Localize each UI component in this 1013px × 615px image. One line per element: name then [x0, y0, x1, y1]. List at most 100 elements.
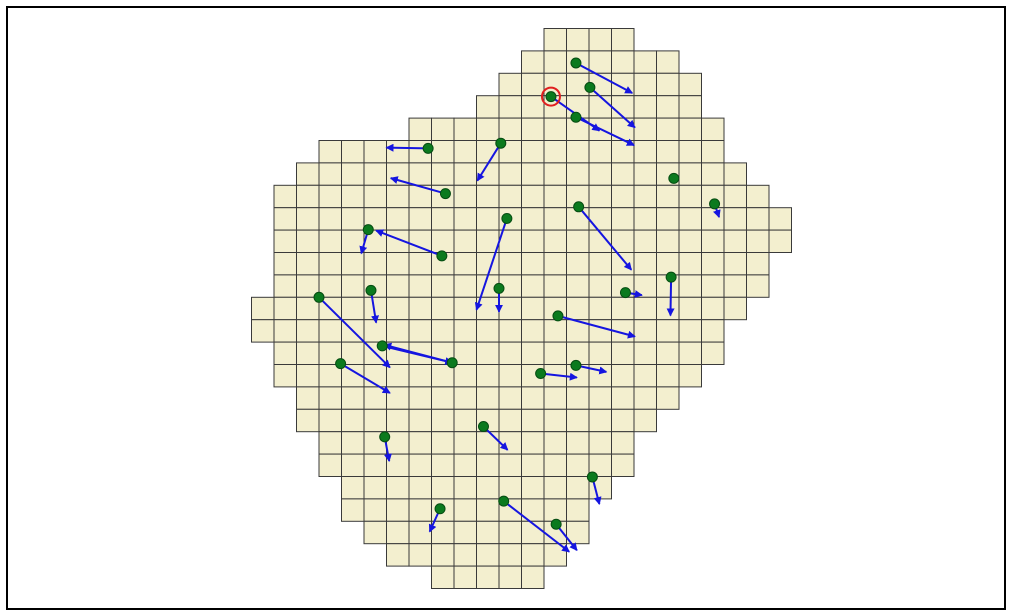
vector-origin-node[interactable] — [498, 495, 510, 507]
grid-cell — [723, 229, 747, 254]
grid-cell — [566, 296, 590, 321]
grid-cell — [521, 543, 545, 567]
vector-origin-node[interactable] — [535, 367, 547, 379]
grid-cell — [251, 296, 275, 321]
vector-origin-node[interactable] — [422, 142, 434, 154]
grid-cell — [543, 319, 567, 343]
grid-cell — [318, 229, 342, 254]
grid-cell — [588, 364, 612, 388]
grid-cell — [543, 140, 567, 164]
vector-origin-node[interactable] — [436, 250, 448, 262]
vector-arrow — [503, 500, 570, 553]
grid-cell — [431, 296, 455, 321]
grid-cell — [363, 498, 387, 522]
vector-origin-node[interactable] — [493, 282, 505, 294]
grid-cell — [521, 140, 545, 164]
vector-origin-node[interactable] — [552, 310, 564, 322]
grid-cell — [431, 229, 455, 254]
grid-cell — [341, 252, 365, 276]
vector-origin-node[interactable] — [586, 471, 598, 483]
grid-cell — [453, 498, 477, 522]
vector-origin-node[interactable] — [313, 291, 325, 303]
grid-cell — [453, 184, 477, 209]
vector-arrow — [318, 296, 391, 369]
grid-cell — [678, 252, 702, 276]
grid-cell — [431, 453, 455, 478]
vector-origin-node[interactable] — [668, 172, 680, 184]
grid-cell — [318, 408, 342, 433]
grid-cell — [701, 252, 725, 276]
vector-arrow — [540, 372, 578, 381]
vector-arrow — [575, 62, 634, 94]
grid-cell — [543, 28, 567, 52]
grid-cell — [498, 453, 522, 478]
grid-cell — [341, 207, 365, 231]
grid-cell — [566, 274, 590, 298]
vector-origin-node[interactable] — [477, 421, 489, 433]
vector-origin-node[interactable] — [362, 224, 374, 236]
grid-cell — [543, 476, 567, 500]
grid-cell — [611, 95, 635, 119]
vector-origin-node[interactable] — [501, 212, 513, 224]
vector-origin-node[interactable] — [570, 57, 582, 69]
grid-cell — [678, 296, 702, 321]
grid-cell — [318, 453, 342, 478]
grid-cell — [768, 229, 792, 254]
grid-cell — [498, 543, 522, 567]
vector-origin-node[interactable] — [570, 111, 582, 123]
grid-cell — [341, 408, 365, 433]
grid-cell — [453, 565, 477, 589]
grid-cell — [656, 341, 680, 366]
grid-cell — [363, 162, 387, 186]
grid-cell — [341, 498, 365, 522]
vector-origin-node[interactable] — [709, 198, 721, 210]
grid-cell — [543, 386, 567, 410]
grid-cell — [476, 565, 500, 589]
vector-origin-node[interactable] — [446, 357, 458, 369]
grid-cell — [701, 140, 725, 164]
grid-cell — [476, 95, 500, 119]
grid-cell — [701, 274, 725, 298]
grid-cell — [363, 520, 387, 545]
grid-cell — [386, 319, 410, 343]
grid-cell — [363, 184, 387, 209]
grid-cell — [701, 117, 725, 141]
grid-cell — [498, 364, 522, 388]
grid-cell — [386, 184, 410, 209]
grid-cell — [633, 252, 657, 276]
grid-cell — [656, 207, 680, 231]
vector-origin-node[interactable] — [619, 287, 631, 299]
vector-origin-node[interactable] — [365, 284, 377, 296]
grid-cell — [431, 476, 455, 500]
grid-cell — [611, 252, 635, 276]
vector-origin-node[interactable] — [335, 358, 347, 370]
grid-cell — [476, 386, 500, 410]
vector-origin-node[interactable] — [545, 91, 557, 103]
vector-origin-node[interactable] — [376, 340, 388, 352]
vector-origin-node[interactable] — [434, 503, 446, 515]
grid-cell — [341, 476, 365, 500]
vector-origin-node[interactable] — [439, 188, 451, 200]
vector-origin-node[interactable] — [573, 201, 585, 213]
grid-cell — [498, 117, 522, 141]
grid-cell — [498, 252, 522, 276]
grid-cell — [431, 543, 455, 567]
vector-origin-node[interactable] — [570, 359, 582, 371]
vector-arrow — [482, 425, 509, 451]
grid-cell — [656, 72, 680, 97]
grid-cell — [273, 252, 297, 276]
vector-origin-node[interactable] — [495, 137, 507, 149]
grid-cell — [498, 319, 522, 343]
grid-cell — [273, 184, 297, 209]
grid-cell — [701, 319, 725, 343]
grid-cell — [656, 184, 680, 209]
vector-origin-node[interactable] — [550, 518, 562, 530]
vector-origin-node[interactable] — [379, 431, 391, 443]
grid-cell — [363, 453, 387, 478]
vector-origin-node[interactable] — [584, 81, 596, 93]
grid-cell — [633, 72, 657, 97]
grid-cell — [543, 274, 567, 298]
vector-origin-node[interactable] — [665, 271, 677, 283]
grid-cell — [521, 296, 545, 321]
grid-cell — [656, 50, 680, 74]
